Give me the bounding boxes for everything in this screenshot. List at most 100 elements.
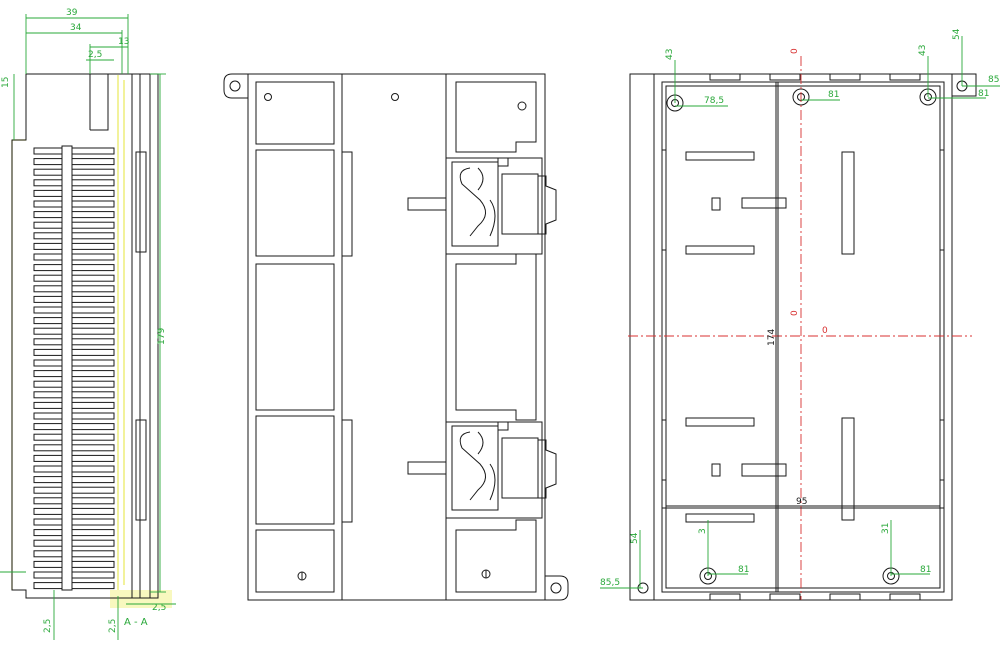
fin-left bbox=[33, 486, 63, 494]
fin-left bbox=[33, 242, 63, 250]
fin-left bbox=[33, 295, 63, 303]
dim-2-5-bottom-left: 2,5 bbox=[43, 619, 53, 633]
dim-13: 13 bbox=[118, 37, 129, 47]
fin-left bbox=[33, 348, 63, 356]
fin-left bbox=[33, 285, 63, 293]
fin-left bbox=[33, 550, 63, 558]
fin-left bbox=[33, 582, 63, 590]
fin-left bbox=[33, 317, 63, 325]
latch-upper bbox=[407, 157, 557, 255]
fin-right bbox=[71, 158, 115, 166]
fin-right bbox=[71, 465, 115, 473]
fin-left bbox=[33, 147, 63, 155]
dim-43-right: 43 bbox=[918, 45, 928, 56]
dim-85-5: 85,5 bbox=[600, 578, 620, 588]
dim-81-bottom-left: 81 bbox=[738, 565, 749, 575]
fin-left bbox=[33, 560, 63, 568]
fin-left bbox=[33, 465, 63, 473]
dim-81-bottom-right: 81 bbox=[920, 565, 931, 575]
fin-left bbox=[33, 497, 63, 505]
fin-left bbox=[33, 232, 63, 240]
back-dimensions: 43 78,5 0 81 43 54 85 81 0 0 174 95 3 81… bbox=[600, 28, 1000, 592]
fin-right bbox=[71, 560, 115, 568]
fin-left bbox=[33, 274, 63, 282]
ear-hole-top-left bbox=[229, 80, 241, 92]
dim-0-center-horizontal: 0 bbox=[822, 326, 828, 336]
fin-left bbox=[33, 380, 63, 388]
dim-0-top: 0 bbox=[790, 48, 800, 54]
fin-right bbox=[71, 168, 115, 176]
compartment-middle bbox=[455, 253, 537, 421]
clip-upper bbox=[135, 151, 147, 253]
top-step bbox=[89, 74, 109, 131]
fin-right bbox=[71, 454, 115, 462]
fin-right bbox=[71, 264, 115, 272]
dim-78-5: 78,5 bbox=[704, 96, 724, 106]
dim-43-left: 43 bbox=[665, 49, 675, 60]
panel-1 bbox=[255, 81, 335, 145]
fin-left bbox=[33, 539, 63, 547]
compartment-bottom bbox=[455, 519, 537, 593]
panel-2 bbox=[255, 149, 335, 257]
dim-2-5-top: 2,5 bbox=[88, 50, 102, 60]
fin-left bbox=[33, 571, 63, 579]
panel-5 bbox=[255, 529, 335, 593]
fin-left bbox=[33, 264, 63, 272]
fin-left bbox=[33, 391, 63, 399]
fin-left bbox=[33, 200, 63, 208]
ear-hole-bottom-right bbox=[550, 582, 562, 594]
highlight-edges bbox=[11, 75, 125, 590]
dim-174: 174 bbox=[767, 329, 777, 346]
dim-2-5-bottom-mid: 2,5 bbox=[108, 619, 118, 633]
fin-left bbox=[33, 168, 63, 176]
fin-right bbox=[71, 179, 115, 187]
comb-spine bbox=[61, 145, 73, 591]
fin-right bbox=[71, 507, 115, 515]
dim-0-center-vertical: 0 bbox=[790, 310, 800, 316]
dim-39: 39 bbox=[66, 8, 78, 18]
fin-left bbox=[33, 221, 63, 229]
fin-left bbox=[33, 529, 63, 537]
clip-lower bbox=[135, 419, 147, 521]
ear-bottom-right bbox=[545, 575, 569, 601]
panel-3 bbox=[255, 263, 335, 411]
back-inner-frame-2 bbox=[665, 85, 941, 589]
fin-right bbox=[71, 497, 115, 505]
panel-4 bbox=[255, 415, 335, 525]
back-view bbox=[628, 56, 977, 601]
fin-right bbox=[71, 433, 115, 441]
fin-right bbox=[71, 423, 115, 431]
fin-left bbox=[33, 433, 63, 441]
dim-81-top-right: 81 bbox=[978, 89, 989, 99]
fin-right bbox=[71, 401, 115, 409]
side-tabs-left bbox=[342, 151, 353, 523]
fin-right bbox=[71, 391, 115, 399]
cooling-fins bbox=[33, 147, 115, 590]
fin-right bbox=[71, 147, 115, 155]
fin-right bbox=[71, 476, 115, 484]
dim-3-bottom-left: 3 bbox=[698, 528, 708, 534]
fin-right bbox=[71, 242, 115, 250]
latch-lower bbox=[407, 421, 557, 519]
fin-left bbox=[33, 476, 63, 484]
dim-95: 95 bbox=[796, 497, 807, 507]
back-outer-frame bbox=[653, 73, 953, 601]
fin-left bbox=[33, 211, 63, 219]
body-outline bbox=[11, 73, 151, 599]
fin-left bbox=[33, 423, 63, 431]
mount-ear-right bbox=[952, 73, 977, 97]
fin-left bbox=[33, 518, 63, 526]
highlight-base bbox=[110, 590, 172, 608]
fin-right bbox=[71, 359, 115, 367]
dim-81-top-mid: 81 bbox=[828, 90, 839, 100]
dim-54-top: 54 bbox=[952, 28, 962, 40]
fin-right bbox=[71, 211, 115, 219]
fin-right bbox=[71, 200, 115, 208]
fin-left bbox=[33, 359, 63, 367]
dim-31-bottom-right: 31 bbox=[881, 523, 891, 534]
fin-right bbox=[71, 338, 115, 346]
dim-15: 15 bbox=[1, 77, 11, 88]
screw-bosses bbox=[666, 88, 937, 585]
fin-left bbox=[33, 454, 63, 462]
